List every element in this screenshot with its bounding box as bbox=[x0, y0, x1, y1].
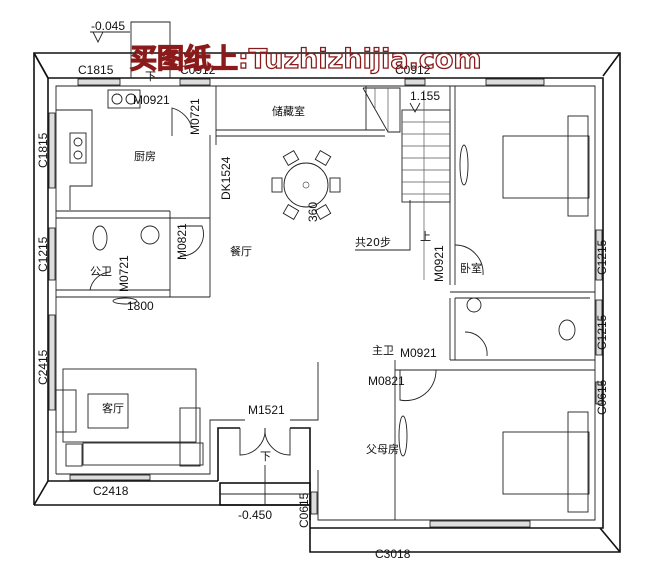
room-living: 客厅 bbox=[102, 401, 124, 415]
watermark: 买图纸上:Tuzhizhijia.com bbox=[130, 43, 482, 75]
room-dining: 餐厅 bbox=[230, 244, 252, 258]
door-label: M0921 bbox=[133, 93, 170, 107]
toilet bbox=[92, 225, 108, 251]
window-label: C1815 bbox=[78, 63, 114, 77]
stair-up: 上 bbox=[420, 230, 431, 243]
door-label: M0921 bbox=[432, 245, 446, 282]
bed-bedroom bbox=[502, 135, 590, 199]
window-label: C1815 bbox=[36, 132, 50, 168]
entry-down: 下 bbox=[260, 450, 271, 463]
window-label: C1215 bbox=[36, 236, 50, 272]
door-label: M0821 bbox=[175, 223, 189, 260]
room-public-bath: 公卫 bbox=[90, 265, 112, 278]
door-label: M0721 bbox=[117, 255, 131, 292]
window-label: C0912 bbox=[395, 63, 431, 77]
door-label: M0921 bbox=[400, 346, 437, 360]
room-storage: 储藏室 bbox=[272, 104, 305, 118]
room-master-bath: 主卫 bbox=[372, 344, 394, 357]
room-kitchen: 厨房 bbox=[134, 150, 156, 163]
staircase[interactable] bbox=[355, 87, 451, 280]
door-label: DK1524 bbox=[219, 156, 233, 200]
tv bbox=[112, 297, 138, 305]
window-label: C1215 bbox=[595, 239, 609, 275]
stair-steps: 共20步 bbox=[355, 236, 391, 249]
elevation-entry: -0.450 bbox=[238, 508, 272, 522]
stair-width: 360 bbox=[306, 202, 320, 222]
doors[interactable] bbox=[89, 107, 488, 456]
window-label: C0615 bbox=[595, 379, 609, 415]
room-bedroom: 卧室 bbox=[460, 261, 482, 275]
window-label: C1215 bbox=[595, 314, 609, 350]
windows bbox=[48, 78, 603, 528]
door-label: M0721 bbox=[188, 98, 202, 135]
elevation-stair: 1.155 bbox=[410, 89, 440, 103]
window-label: C2418 bbox=[93, 484, 129, 498]
coffee-table bbox=[87, 393, 129, 429]
window-label: C0912 bbox=[180, 63, 216, 77]
window-label: C2415 bbox=[36, 349, 50, 385]
window-label: C0615 bbox=[297, 492, 311, 528]
stair-down-top: 下 bbox=[145, 70, 156, 83]
washbasin bbox=[140, 225, 160, 245]
stove bbox=[69, 132, 87, 164]
furniture bbox=[55, 89, 590, 513]
window-label: C3018 bbox=[375, 547, 411, 561]
bed-parents bbox=[502, 431, 590, 495]
room-parents: 父母房 bbox=[366, 443, 399, 456]
elevation-markers bbox=[90, 21, 421, 505]
tv-width: 1800 bbox=[127, 299, 154, 313]
sink bbox=[107, 89, 141, 109]
sofa-back bbox=[62, 368, 197, 443]
door-label: M1521 bbox=[248, 403, 285, 417]
door-label: M0821 bbox=[368, 374, 405, 388]
dining-table bbox=[283, 162, 329, 208]
elevation-top: -0.045 bbox=[91, 19, 125, 33]
